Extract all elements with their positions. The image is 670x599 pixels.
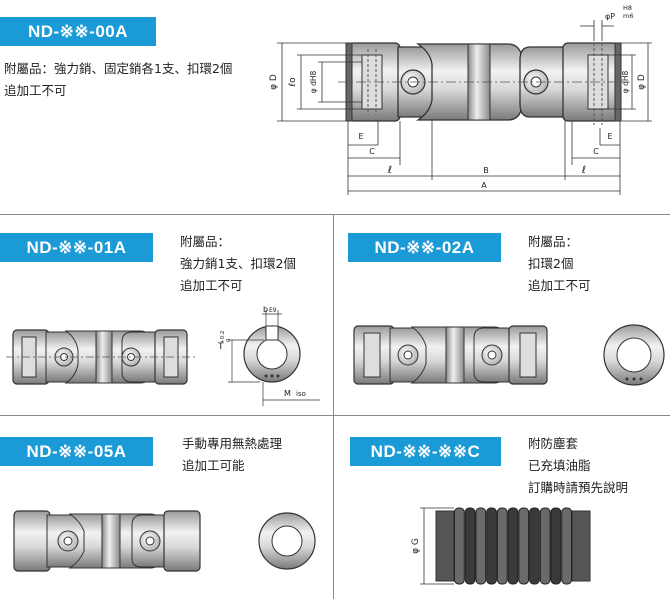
- dim-B: B: [483, 166, 489, 175]
- note-line: 附防塵套: [528, 436, 579, 451]
- dimension-lines-left: [277, 42, 620, 195]
- joint-drawing-05a: [13, 510, 316, 572]
- dim-b-tol: E9: [269, 307, 277, 314]
- dim-E-left: E: [358, 132, 363, 141]
- dim-M-iso: iso: [296, 390, 306, 398]
- bellows-rib: [496, 507, 508, 585]
- dimension-labels-00a: φ D ℓo φ dH8 φ D φ dH8 φP H8 m6 E C ℓ B …: [269, 4, 647, 190]
- section-divider-mid: [0, 415, 670, 416]
- note-line: 追加工不可: [4, 83, 67, 98]
- note-line: 附屬品：: [528, 234, 579, 249]
- dimension-lines-right: [564, 20, 652, 195]
- joint-drawing-01a: b E9 T +0.2 0 M iso: [6, 305, 320, 406]
- dust-boot-bellows: [454, 507, 572, 585]
- dim-T: T: [217, 342, 224, 352]
- model-badge-00a: ND-※※-00A: [0, 17, 156, 46]
- bellows-rib: [475, 507, 487, 585]
- dim-C-left: C: [369, 147, 375, 156]
- model-badge-01a: ND-※※-01A: [0, 233, 153, 262]
- note-line: 已充填油脂: [528, 458, 591, 473]
- dim-phid-left: φ dH8: [309, 71, 318, 94]
- bellows-rib: [454, 507, 465, 585]
- bellows-rib: [529, 507, 540, 585]
- bellows-rib: [507, 507, 519, 585]
- bellows-rib: [550, 507, 562, 585]
- joint-drawing-02a: [353, 324, 665, 386]
- right-yoke-shape: [562, 38, 622, 125]
- model-badge-05a: ND-※※-05A: [0, 437, 153, 466]
- dim-M: M: [284, 389, 291, 398]
- bellows-rib: [464, 507, 476, 585]
- note-line: 附屬品：: [180, 234, 231, 249]
- dim-A: A: [481, 181, 487, 190]
- dim-l-left: ℓ: [388, 165, 392, 176]
- note-line: 強力銷1支、扣環2個: [180, 256, 296, 271]
- dim-C-right: C: [593, 147, 599, 156]
- joint-drawing-00a: φ D ℓo φ dH8 φ D φ dH8 φP H8 m6 E C ℓ B …: [269, 4, 652, 195]
- dim-l-right: ℓ: [582, 165, 586, 176]
- notes-00a: 附屬品：強力銷、固定銷各1支、扣環2個 追加工不可: [4, 58, 232, 102]
- dim-T-tol-bot: 0: [226, 338, 232, 342]
- dim-phiG: φ G: [411, 538, 421, 554]
- bellows-rib: [561, 507, 572, 585]
- bellows-rib: [486, 507, 497, 585]
- section-divider-top: [0, 214, 670, 215]
- model-badge-c: ND-※※-※※C: [350, 437, 501, 466]
- note-line: 追加工不可: [528, 278, 591, 293]
- dim-lo: ℓo: [288, 77, 298, 88]
- note-line: 扣環2個: [528, 256, 574, 271]
- bellows-rib: [518, 507, 530, 585]
- bellows-rib: [539, 507, 551, 585]
- notes-c: 附防塵套 已充填油脂 訂購時請預先說明: [528, 433, 628, 499]
- dim-E-right: E: [607, 132, 612, 141]
- note-line: 追加工不可: [180, 278, 243, 293]
- dust-boot-drawing: φ G: [411, 507, 591, 585]
- dim-phiP-tol-top: H8: [623, 4, 632, 12]
- dim-phiD: φ D: [269, 74, 279, 90]
- note-line: 手動專用無熱處理: [182, 436, 283, 451]
- dim-b: b: [263, 305, 268, 314]
- dim-phiP-tol-bot: m6: [623, 12, 633, 20]
- note-line: 訂購時請預先說明: [528, 480, 629, 495]
- note-line: 附屬品：強力銷、固定銷各1支、扣環2個: [4, 61, 233, 76]
- dim-phid-right: φ dH8: [621, 71, 630, 94]
- note-line: 追加工可能: [182, 458, 245, 473]
- section-divider-vertical: [333, 214, 334, 599]
- model-badge-02a: ND-※※-02A: [348, 233, 501, 262]
- notes-01a: 附屬品： 強力銷1支、扣環2個 追加工不可: [180, 231, 296, 297]
- dim-phiD-right: φ D: [637, 74, 647, 90]
- notes-05a: 手動專用無熱處理 追加工可能: [182, 433, 282, 477]
- dim-phiP: φP: [605, 12, 615, 21]
- dust-boot-shape: [435, 510, 591, 582]
- dim-T-tol-top: +0.2: [220, 331, 226, 344]
- notes-02a: 附屬品： 扣環2個 追加工不可: [528, 231, 591, 297]
